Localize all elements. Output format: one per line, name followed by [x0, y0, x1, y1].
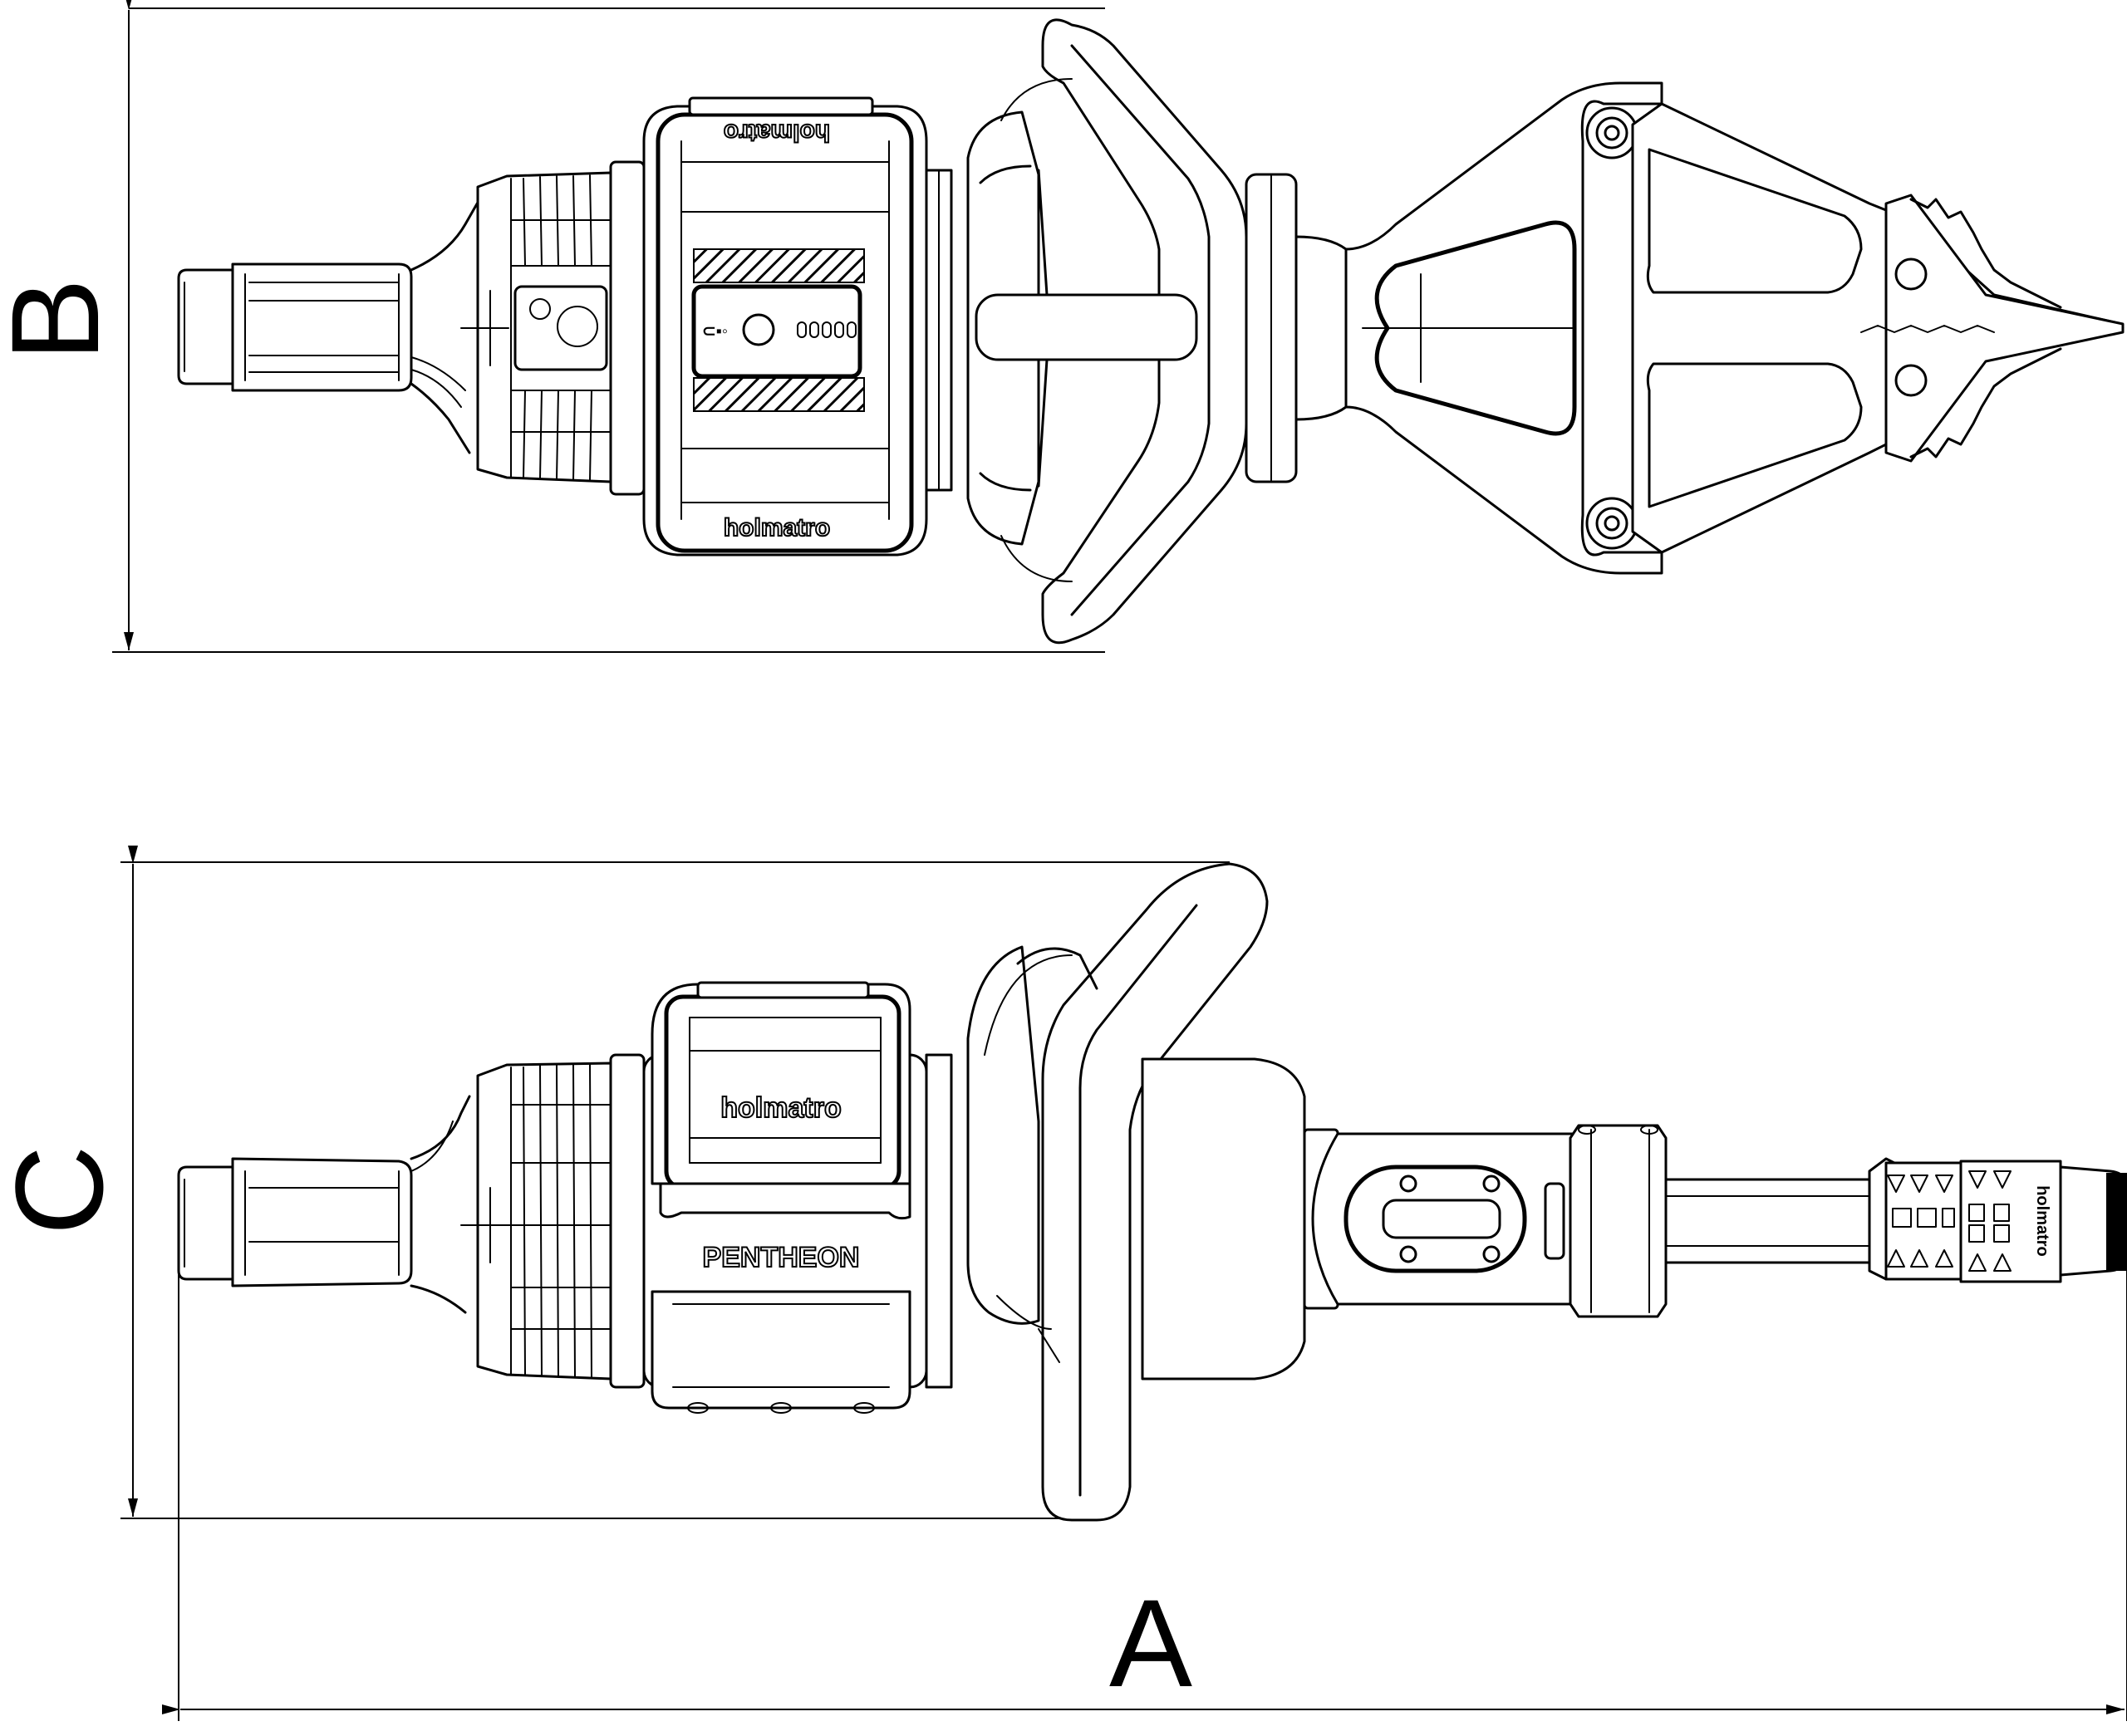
dimension-b: B [0, 0, 1105, 653]
side-tip-brand: holmatro [2033, 1185, 2051, 1257]
top-carry-handle [966, 18, 1248, 645]
dimension-a: A [162, 1271, 2127, 1721]
top-brand: holmatro [724, 514, 830, 542]
dimension-a-label: A [1109, 1573, 1192, 1713]
dimension-c: C [0, 846, 1230, 1519]
dimension-c-label: C [0, 1145, 129, 1235]
top-view: ⊂▪◦ holmatro holmatro [177, 18, 2125, 645]
top-spreader-jaws [1580, 100, 2125, 557]
top-rear-connector [177, 194, 484, 454]
top-selector-ring [460, 171, 612, 483]
side-carry-handle [966, 862, 1269, 1522]
top-housing: ⊂▪◦ holmatro holmatro [609, 96, 953, 557]
side-cylinder [1141, 1057, 1580, 1380]
top-brand-upside-down: holmatro [724, 119, 830, 146]
side-housing: holmatro PENTHEON [609, 981, 953, 1414]
side-view: holmatro PENTHEON [177, 862, 2127, 1522]
side-rear-connector [177, 1095, 471, 1314]
side-tip: holmatro [1884, 1160, 2127, 1283]
side-brand: holmatro [720, 1092, 841, 1124]
dimension-b-label: B [0, 278, 125, 361]
side-model-name: PENTHEON [703, 1242, 860, 1273]
top-key-glyph: ⊂▪◦ [702, 322, 728, 341]
side-piston [1569, 1124, 1904, 1318]
top-status-leds [797, 321, 857, 338]
top-neck [1245, 173, 1348, 483]
top-jaw-tips [1860, 194, 2125, 463]
